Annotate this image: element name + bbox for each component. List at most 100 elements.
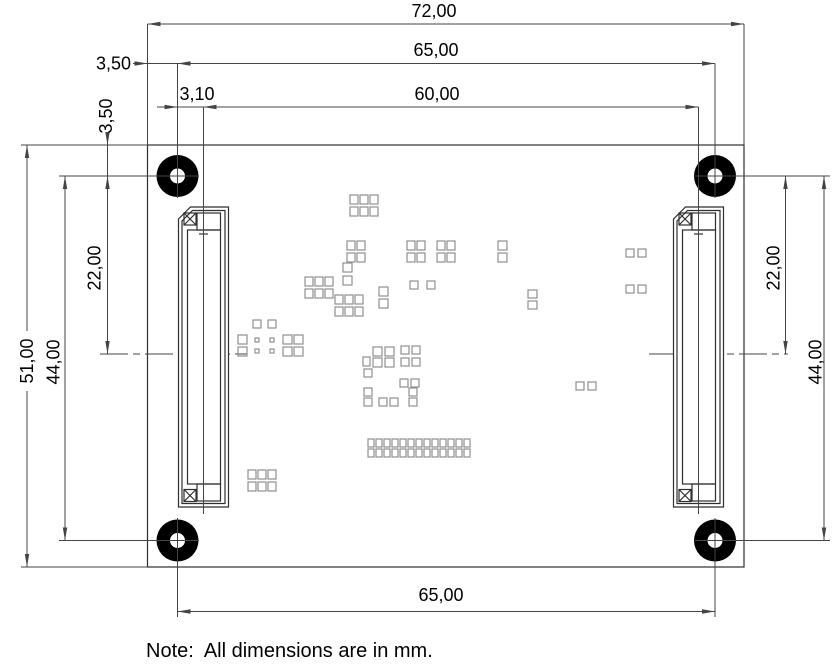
smd-pad <box>247 469 257 480</box>
smd-pad <box>334 306 344 317</box>
smd-pad <box>254 348 260 354</box>
smd-pad <box>400 345 410 355</box>
smd-pad <box>463 438 471 448</box>
smd-pad <box>372 346 383 357</box>
arrowhead <box>105 176 110 189</box>
mounting-holes <box>156 155 736 562</box>
smd-pad <box>334 294 344 305</box>
note-text: Note: All dimensions are in mm. <box>146 640 433 662</box>
smd-pad <box>406 252 416 263</box>
smd-pad <box>342 275 353 286</box>
smd-pad <box>237 346 248 357</box>
smd-pad <box>431 448 439 458</box>
smd-pad <box>363 368 373 378</box>
smd-pad <box>363 397 373 407</box>
smd-pad <box>282 334 293 345</box>
smd-pad <box>411 345 421 355</box>
smd-pad <box>407 448 415 458</box>
dim-connector-span: 3,10 60,00 <box>157 84 699 514</box>
smd-pad <box>389 397 399 407</box>
dim-overall-height: 51,00 <box>17 144 148 568</box>
smd-pad <box>436 252 446 263</box>
smd-pad <box>527 289 538 299</box>
dim-label-hole-span-height-left: 44,00 <box>43 339 63 384</box>
smd-pad <box>363 387 373 397</box>
smd-pad <box>362 356 371 367</box>
smd-pad <box>455 448 463 458</box>
smd-pad <box>409 280 419 290</box>
board-outline <box>146 144 745 568</box>
smd-pad <box>497 252 508 263</box>
smd-pad <box>378 286 389 297</box>
smd-pad <box>383 448 391 458</box>
smd-pad <box>447 448 455 458</box>
dim-label-hole-span-width-bottom: 65,00 <box>418 585 463 605</box>
smd-pad <box>349 194 359 205</box>
smd-pad <box>399 378 409 388</box>
smd-pad <box>324 288 334 299</box>
smd-pad <box>247 481 257 492</box>
smd-pad <box>399 448 407 458</box>
smd-pad <box>416 240 426 251</box>
arrowhead <box>783 341 788 354</box>
smd-pad <box>439 438 447 448</box>
smd-pad <box>342 262 353 273</box>
smd-pad <box>252 319 262 329</box>
smd-pad <box>367 438 375 448</box>
smd-pad <box>267 319 277 329</box>
dim-label-hole-span-width: 65,00 <box>413 40 458 60</box>
arrowhead <box>177 61 191 66</box>
dim-label-overall-width: 72,00 <box>411 1 456 21</box>
arrowhead <box>731 21 744 27</box>
smd-pad <box>527 300 538 310</box>
smd-pad <box>356 240 366 251</box>
arrowhead <box>783 176 788 189</box>
component-footprints <box>237 194 647 492</box>
dim-label-hole-to-centerline-left: 22,00 <box>84 245 104 290</box>
smd-pad <box>282 346 293 357</box>
smd-pad <box>415 438 423 448</box>
arrowhead <box>62 527 68 541</box>
arrowhead <box>24 554 30 567</box>
smd-pad <box>314 276 324 287</box>
smd-pad <box>625 284 635 294</box>
smd-pad <box>637 284 647 294</box>
arrowhead <box>203 104 217 110</box>
smd-pad <box>415 448 423 458</box>
smd-pad <box>369 194 379 205</box>
smd-pad <box>383 438 391 448</box>
smd-pad <box>391 448 399 458</box>
smd-pad <box>407 438 415 448</box>
arrowhead <box>685 104 699 110</box>
smd-pad <box>384 346 395 357</box>
smd-pad <box>497 240 508 251</box>
smd-pad <box>344 306 354 317</box>
smd-pad <box>304 276 314 287</box>
dim-hole-span-height-right: 44,00 <box>695 176 830 541</box>
smd-pad <box>293 346 304 357</box>
smd-pad <box>410 378 420 388</box>
arrowhead <box>62 176 68 189</box>
smd-pad <box>237 334 248 345</box>
smd-pad <box>354 306 364 317</box>
dim-hole-span-width-bottom: 65,00 <box>177 518 716 617</box>
smd-pad <box>367 448 375 458</box>
smd-pad <box>359 206 369 217</box>
arrowhead <box>702 609 715 614</box>
smd-pad <box>304 288 314 299</box>
arrowhead <box>134 61 148 66</box>
dim-hole-to-centerline-right: 22,00 <box>695 175 830 354</box>
smd-pad <box>346 240 356 251</box>
arrowhead <box>177 609 191 614</box>
dim-hole-span-height-left: 44,00 <box>43 175 199 541</box>
dim-label-connector-span: 60,00 <box>414 84 459 104</box>
smd-pad <box>446 252 456 263</box>
smd-pad <box>356 252 366 263</box>
smd-pad <box>372 357 383 368</box>
smd-pad <box>426 280 436 290</box>
smd-pad <box>436 240 446 251</box>
smd-pad <box>257 469 267 480</box>
smd-pad <box>354 294 364 305</box>
smd-pad <box>408 397 418 407</box>
